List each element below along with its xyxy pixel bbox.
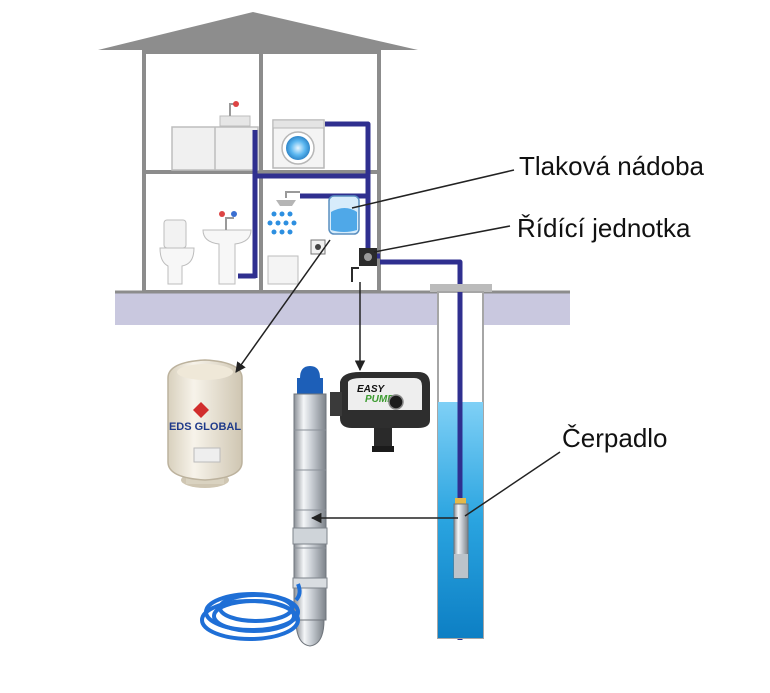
label-control-unit: Řídící jednotka bbox=[517, 213, 691, 243]
toilet-icon bbox=[159, 219, 195, 285]
pressure-tank-product: EDS GLOBAL bbox=[167, 359, 243, 488]
submersible-pump-product bbox=[292, 366, 328, 647]
sink-icon bbox=[202, 211, 252, 285]
pump-in-well bbox=[453, 498, 469, 579]
label-pressure-vessel: Tlaková nádoba bbox=[519, 151, 705, 181]
control-unit-small bbox=[351, 248, 377, 282]
label-pump: Čerpadlo bbox=[562, 423, 668, 453]
leader-lines bbox=[235, 169, 561, 524]
power-outlet-icon bbox=[310, 239, 326, 255]
shower-icon bbox=[267, 191, 300, 285]
pressure-vessel-small bbox=[328, 195, 360, 235]
coiled-cable bbox=[200, 583, 302, 641]
cabinet-icon bbox=[171, 101, 259, 171]
vessel-brand-text: EDS GLOBAL bbox=[169, 421, 241, 433]
house-roof bbox=[98, 12, 418, 50]
washing-machine-icon bbox=[272, 119, 325, 169]
controller-brand-line2: PUMP bbox=[365, 394, 394, 405]
ground bbox=[115, 292, 570, 325]
controller-product: EASY PUMP bbox=[330, 372, 430, 452]
well bbox=[430, 284, 492, 639]
controller-brand-line1: EASY bbox=[357, 384, 386, 395]
